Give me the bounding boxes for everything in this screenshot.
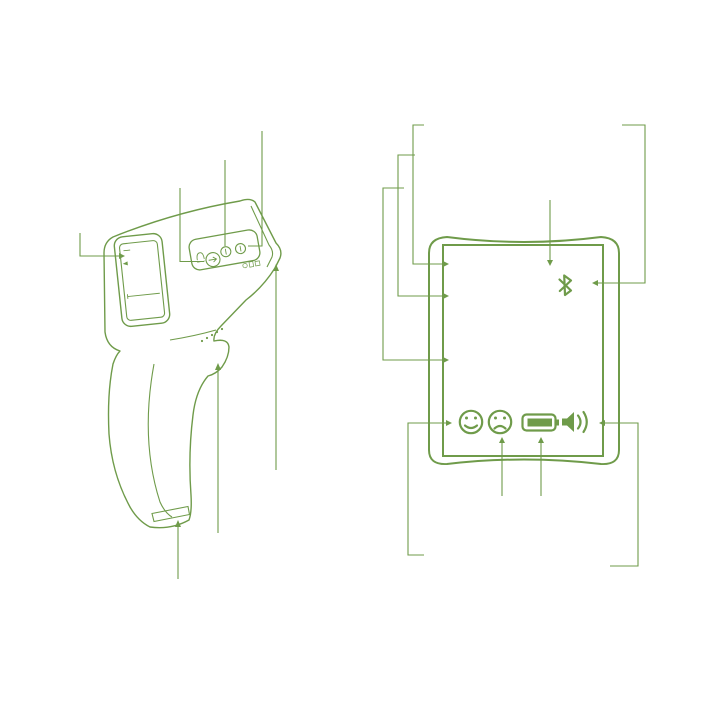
thermometer-illustration [79, 131, 282, 579]
device-lcd-screen [113, 232, 171, 328]
lcd-display-diagram [382, 124, 646, 567]
cert-box-icon [254, 260, 261, 267]
speaker-holes [200, 327, 224, 343]
leader-skala [598, 124, 646, 284]
down-button [234, 243, 247, 255]
sad-face-icon [487, 409, 513, 435]
leader-surface-mode [412, 124, 443, 265]
up-button [220, 246, 232, 258]
set-button [205, 252, 221, 268]
mode-icon [196, 252, 205, 261]
leader-layar-lcd [79, 233, 119, 257]
battery-cover [151, 505, 191, 523]
device-leader-lines [79, 131, 279, 579]
leader-body-mode [397, 154, 443, 297]
bluetooth-icon [558, 274, 573, 297]
leader-tombol-down [248, 131, 263, 247]
speaker-icon [562, 410, 588, 434]
cert-bin-icon [248, 260, 255, 268]
leader-volume [605, 422, 639, 567]
leader-digital-layout [382, 187, 443, 361]
lcd-leader-lines [382, 124, 646, 567]
leader-tombol-set [179, 188, 204, 263]
battery-icon [521, 413, 559, 432]
leader-hasil-antara [407, 422, 446, 556]
cert-circle-icon [242, 263, 248, 269]
happy-face-icon [458, 409, 484, 435]
